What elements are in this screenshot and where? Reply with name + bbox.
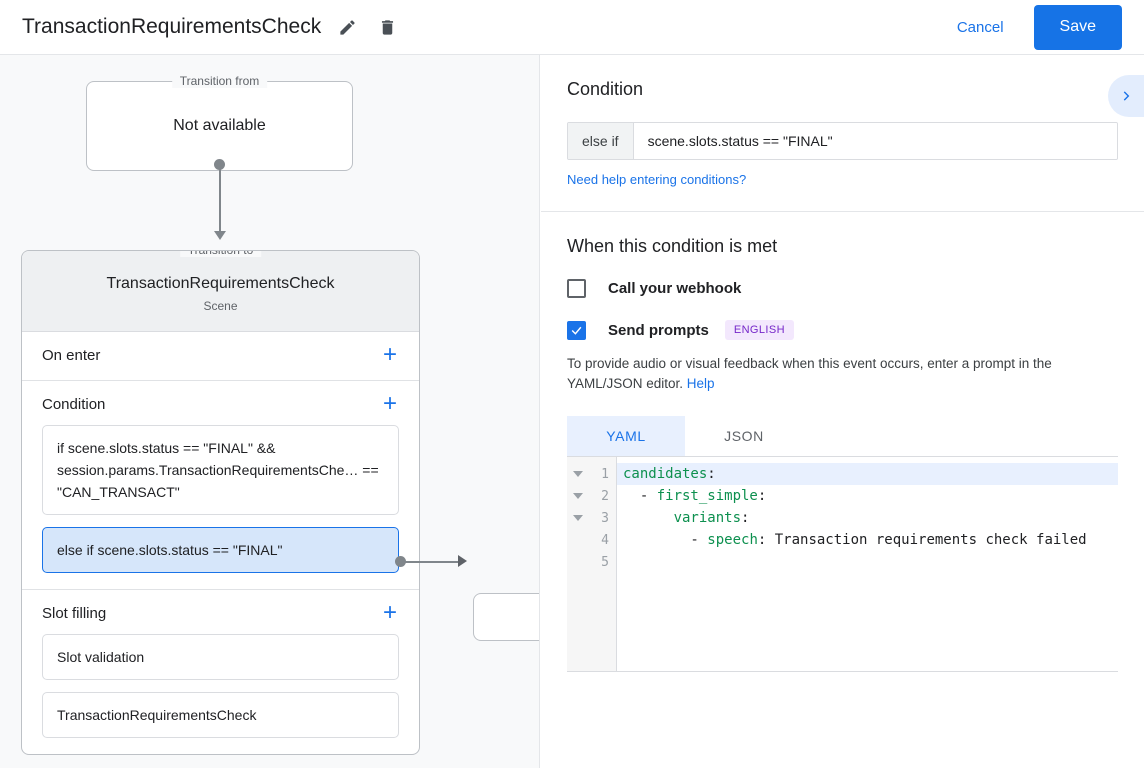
target-node-stub[interactable] xyxy=(473,593,539,641)
transition-to-legend: Transition to xyxy=(179,251,262,257)
code-key: speech xyxy=(707,532,758,548)
prompts-help-link[interactable]: Help xyxy=(686,376,715,391)
code-key: first_simple xyxy=(656,488,758,504)
section-title-slot-filling: Slot filling xyxy=(42,604,107,622)
condition-item-selected[interactable]: else if scene.slots.status == "FINAL" xyxy=(42,527,399,573)
connector-dot xyxy=(214,159,225,170)
flow-canvas[interactable]: Transition from Not available Transition… xyxy=(0,55,540,768)
scene-type: Scene xyxy=(203,299,238,313)
fold-arrow-icon[interactable] xyxy=(573,471,583,477)
code-punct: : xyxy=(707,466,716,482)
send-prompts-label: Send prompts xyxy=(608,321,709,339)
save-button[interactable]: Save xyxy=(1033,4,1122,50)
code-editor[interactable]: 1 2 3 4 5 candidates: - first_simple: va… xyxy=(567,456,1118,672)
add-condition-button[interactable]: + xyxy=(382,390,397,417)
call-webhook-checkbox[interactable] xyxy=(567,279,586,298)
webhook-row[interactable]: Call your webhook xyxy=(567,279,1118,298)
gutter-line[interactable]: 5 xyxy=(567,551,616,573)
condition-input-group[interactable]: else if scene.slots.status == "FINAL" xyxy=(567,122,1118,160)
fold-arrow-icon[interactable] xyxy=(573,515,583,521)
cancel-button[interactable]: Cancel xyxy=(943,11,1018,44)
prompts-description: To provide audio or visual feedback when… xyxy=(567,354,1118,394)
scene-header: TransactionRequirementsCheck Scene xyxy=(22,251,419,332)
code-punct: : xyxy=(757,532,775,548)
code-key: variants xyxy=(673,510,742,526)
app-header: TransactionRequirementsCheck Cancel Save xyxy=(0,0,1144,55)
condition-expression-input[interactable]: scene.slots.status == "FINAL" xyxy=(633,123,1117,159)
add-on-enter-button[interactable]: + xyxy=(382,341,397,368)
gutter-line[interactable]: 4 xyxy=(567,529,616,551)
section-header: Slot filling + xyxy=(42,599,399,626)
connector-arrow-down xyxy=(214,231,226,240)
code-indent: - xyxy=(623,488,657,504)
detail-panel: Condition else if scene.slots.status == … xyxy=(541,55,1144,768)
line-number: 1 xyxy=(601,466,609,482)
condition-prefix-label: else if xyxy=(568,123,634,159)
trash-icon[interactable] xyxy=(373,13,401,41)
editor-tabs: YAML JSON xyxy=(567,416,1118,456)
chevron-right-icon[interactable] xyxy=(1108,75,1144,117)
connector-arrow-right xyxy=(458,555,467,567)
transition-from-box: Transition from Not available xyxy=(86,74,353,171)
section-header: Condition + xyxy=(42,390,399,417)
transition-from-value: Not available xyxy=(173,117,266,134)
send-prompts-checkbox[interactable] xyxy=(567,320,586,340)
tab-yaml[interactable]: YAML xyxy=(567,416,685,456)
code-indent xyxy=(623,510,674,526)
code-punct: : xyxy=(741,510,750,526)
line-number: 2 xyxy=(601,488,609,504)
line-number: 3 xyxy=(601,510,609,526)
connector-line-horizontal xyxy=(400,561,462,563)
editor-gutter: 1 2 3 4 5 xyxy=(567,457,617,671)
send-prompts-row[interactable]: Send prompts ENGLISH xyxy=(567,320,1118,340)
code-line[interactable]: candidates: xyxy=(617,463,1118,485)
line-number: 5 xyxy=(601,554,609,570)
condition-section: Condition else if scene.slots.status == … xyxy=(541,55,1144,212)
tab-json[interactable]: JSON xyxy=(724,428,764,444)
code-line[interactable]: - first_simple: xyxy=(617,485,1118,507)
code-line[interactable] xyxy=(617,551,1118,573)
transition-to-card[interactable]: Transition to TransactionRequirementsChe… xyxy=(21,250,420,755)
condition-item[interactable]: if scene.slots.status == "FINAL" && sess… xyxy=(42,425,399,515)
condition-help-link[interactable]: Need help entering conditions? xyxy=(567,172,747,187)
when-condition-met-section: When this condition is met Call your web… xyxy=(541,212,1144,694)
slot-filling-item[interactable]: Slot validation xyxy=(42,634,399,680)
section-header: On enter + xyxy=(42,341,399,368)
gutter-line[interactable]: 2 xyxy=(567,485,616,507)
pencil-icon[interactable] xyxy=(333,13,361,41)
code-key: candidates xyxy=(623,466,708,482)
fold-arrow-icon[interactable] xyxy=(573,493,583,499)
line-number: 4 xyxy=(601,532,609,548)
prompts-description-text: To provide audio or visual feedback when… xyxy=(567,356,1052,391)
code-line[interactable]: - speech: Transaction requirements check… xyxy=(617,529,1118,551)
gutter-line[interactable]: 3 xyxy=(567,507,616,529)
gutter-line[interactable]: 1 xyxy=(567,463,616,485)
section-on-enter: On enter + xyxy=(22,332,419,381)
section-condition: Condition + if scene.slots.status == "FI… xyxy=(22,381,419,590)
section-title-condition: Condition xyxy=(42,395,106,413)
connector-line-vertical xyxy=(219,165,221,233)
scene-name: TransactionRequirementsCheck xyxy=(106,275,335,292)
call-webhook-label: Call your webhook xyxy=(608,280,742,297)
code-punct: : xyxy=(757,488,767,504)
slot-filling-item[interactable]: TransactionRequirementsCheck xyxy=(42,692,399,738)
transition-from-legend: Transition from xyxy=(171,74,268,88)
section-slot-filling: Slot filling + Slot validation Transacti… xyxy=(22,590,419,754)
page-title: TransactionRequirementsCheck xyxy=(22,15,322,38)
condition-section-title: Condition xyxy=(567,79,644,99)
add-slot-filling-button[interactable]: + xyxy=(382,599,397,626)
code-indent: - xyxy=(623,532,708,548)
header-actions: Cancel Save xyxy=(943,4,1122,50)
code-line[interactable]: variants: xyxy=(617,507,1118,529)
editor-code-area[interactable]: candidates: - first_simple: variants: - … xyxy=(617,457,1118,671)
when-condition-met-title: When this condition is met xyxy=(567,236,778,256)
code-value: Transaction requirements check failed xyxy=(774,532,1087,548)
section-title-on-enter: On enter xyxy=(42,346,101,364)
language-badge: ENGLISH xyxy=(724,320,794,340)
